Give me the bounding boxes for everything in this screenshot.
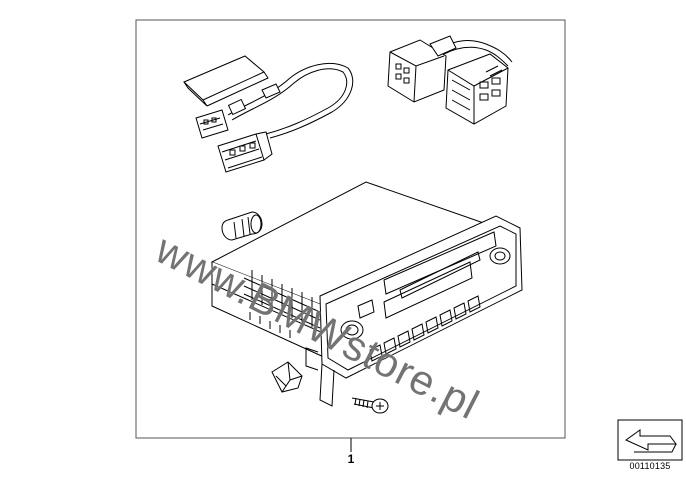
radio-unit-icon (210, 181, 523, 407)
diagram-code-label: 00110135 (629, 461, 671, 471)
adhesive-pad-icon (183, 55, 269, 107)
screw-icon (351, 397, 389, 414)
antenna-adapter-icon (221, 211, 263, 241)
mounting-clip-icon (271, 361, 303, 393)
page-arrow-icon (617, 419, 683, 461)
adapter-connector-icon (387, 35, 513, 125)
wiring-harness-icon (195, 62, 354, 173)
item-number-label: 1 (347, 452, 355, 466)
